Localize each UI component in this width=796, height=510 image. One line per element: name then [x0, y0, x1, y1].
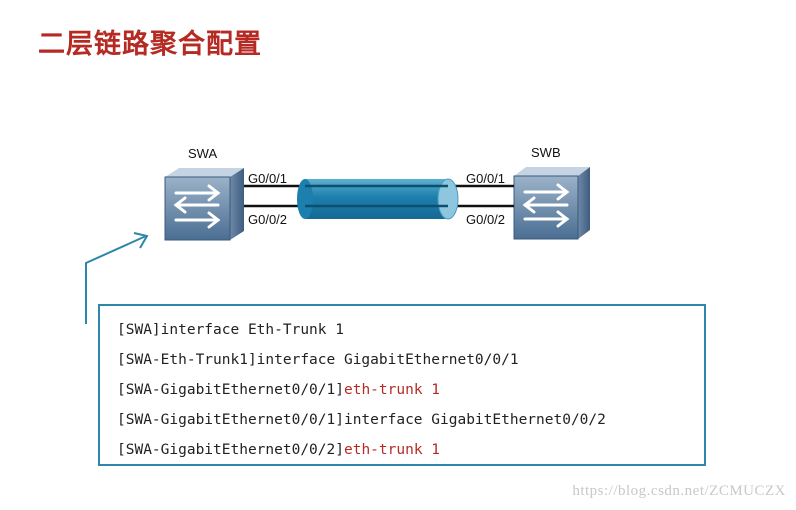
- watermark: https://blog.csdn.net/ZCMUCZX: [572, 483, 786, 500]
- swb-label: SWB: [531, 145, 561, 160]
- swa-port-top-label: G0/0/1: [248, 171, 287, 186]
- code-text: [SWA]interface Eth-Trunk 1: [117, 322, 344, 338]
- eth-trunk-cylinder: [297, 179, 458, 219]
- swa-port-bottom-label: G0/0/2: [248, 212, 287, 227]
- config-code-box: [SWA]interface Eth-Trunk 1 [SWA-Eth-Trun…: [98, 304, 706, 466]
- code-text: [SWA-GigabitEthernet0/0/1]: [117, 382, 344, 398]
- code-highlight: eth-trunk 1: [344, 382, 440, 398]
- code-text: [SWA-Eth-Trunk1]interface GigabitEtherne…: [117, 352, 519, 368]
- code-highlight: eth-trunk 1: [344, 442, 440, 458]
- code-line: [SWA-GigabitEthernet0/0/1]eth-trunk 1: [117, 382, 440, 398]
- code-line: [SWA-GigabitEthernet0/0/1]interface Giga…: [117, 412, 606, 428]
- code-line: [SWA-Eth-Trunk1]interface GigabitEtherne…: [117, 352, 519, 368]
- swb-port-bottom-label: G0/0/2: [466, 212, 505, 227]
- swa-label: SWA: [188, 146, 217, 161]
- code-line: [SWA-GigabitEthernet0/0/2]eth-trunk 1: [117, 442, 440, 458]
- code-text: [SWA-GigabitEthernet0/0/1]interface Giga…: [117, 412, 606, 428]
- switch-swb-icon: [514, 167, 590, 239]
- code-text: [SWA-GigabitEthernet0/0/2]: [117, 442, 344, 458]
- switch-swa-icon: [165, 168, 244, 240]
- code-line: [SWA]interface Eth-Trunk 1: [117, 322, 344, 338]
- swb-port-top-label: G0/0/1: [466, 171, 505, 186]
